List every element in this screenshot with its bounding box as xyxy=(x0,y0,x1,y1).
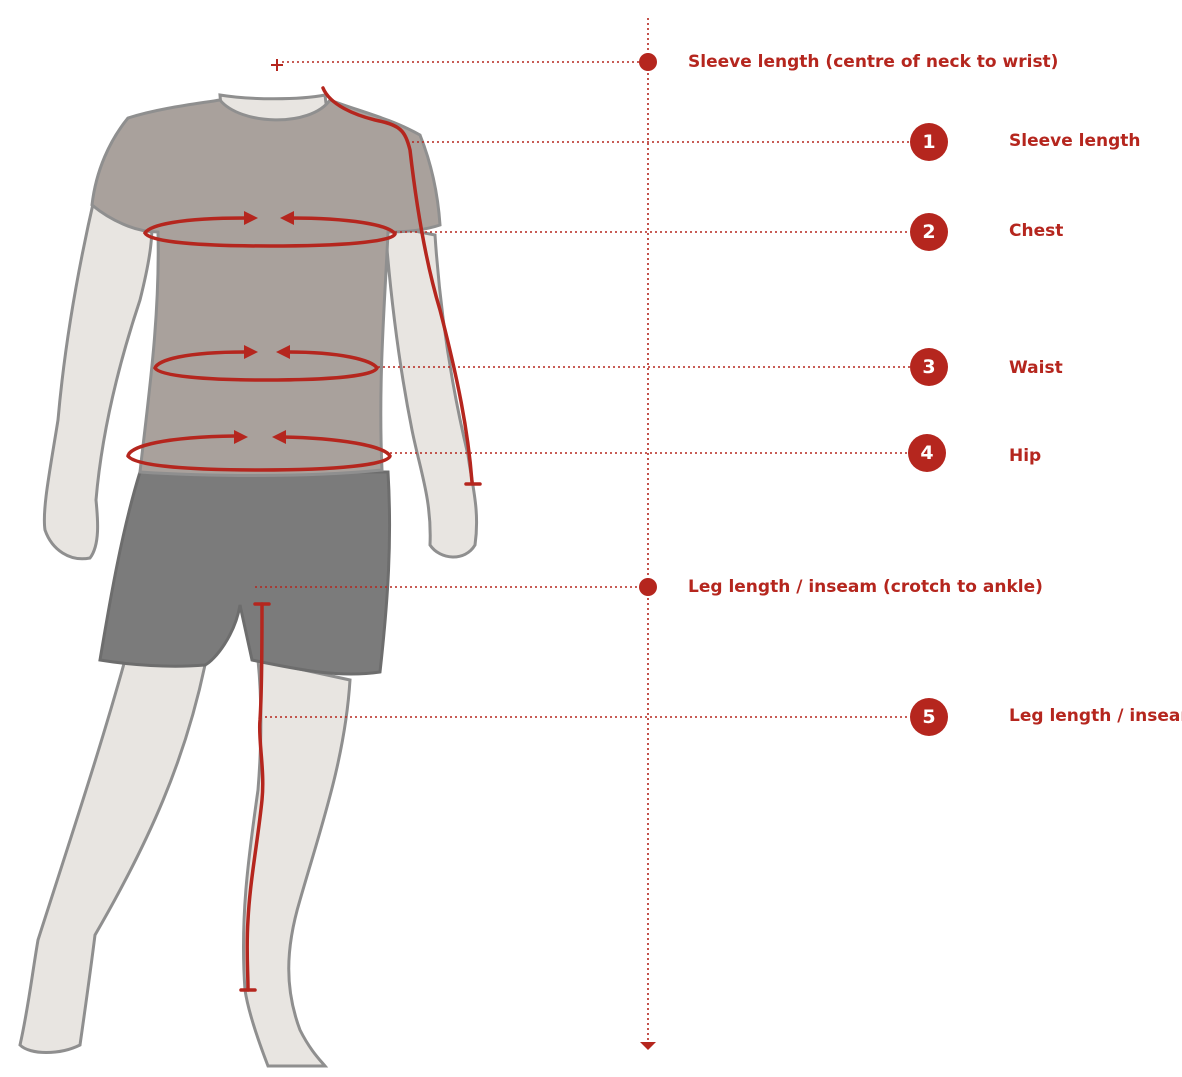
measurement-label-chest: Chest xyxy=(1009,223,1063,240)
measurement-badge-2: 2 xyxy=(910,213,948,251)
measurement-badge-3: 3 xyxy=(910,348,948,386)
shorts xyxy=(100,472,390,674)
neck-to-wrist-label: Sleeve length (centre of neck to wrist) xyxy=(688,54,1058,71)
measurement-label-hip: Hip xyxy=(1009,448,1041,465)
measurement-label-waist: Waist xyxy=(1009,360,1063,377)
measurement-label-sleeve: Sleeve length xyxy=(1009,133,1141,150)
measurement-label-inseam: Leg length / inseam xyxy=(1009,708,1182,725)
left-leg xyxy=(20,660,205,1053)
neck-axis-dot xyxy=(639,53,657,71)
crotch-axis-dot xyxy=(639,578,657,596)
measurement-badge-5: 5 xyxy=(910,698,948,736)
crotch-to-ankle-label: Leg length / inseam (crotch to ankle) xyxy=(688,579,1043,596)
measurement-badge-4: 4 xyxy=(908,434,946,472)
axis-down-arrow xyxy=(640,1042,656,1050)
measurement-badge-1: 1 xyxy=(910,123,948,161)
